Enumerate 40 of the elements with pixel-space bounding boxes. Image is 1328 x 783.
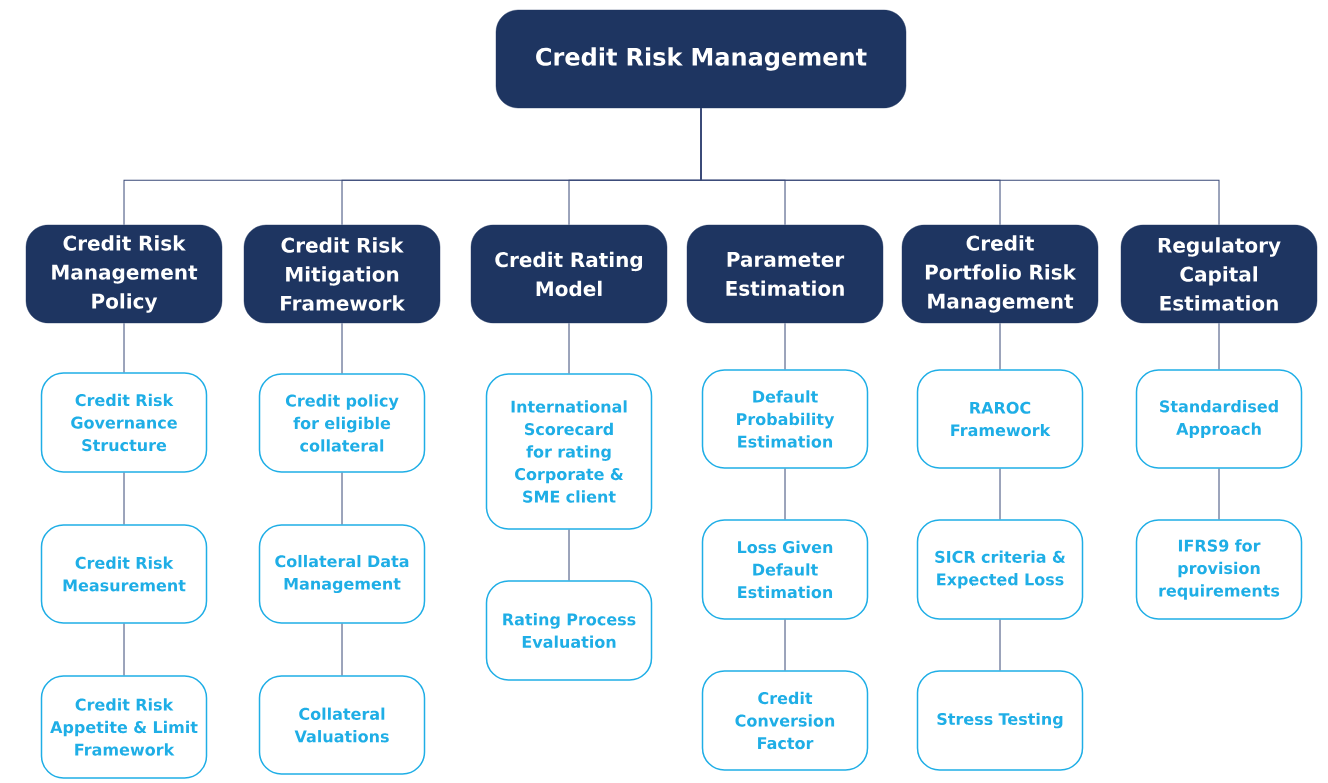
connector-line [784, 322, 786, 370]
connector-line [568, 529, 570, 581]
category-box: Credit Risk Mitigation Framework [243, 224, 441, 324]
connector-line [784, 468, 786, 520]
connector-line [999, 468, 1001, 520]
connector-line [123, 623, 125, 676]
item-box: Credit Conversion Factor [701, 670, 869, 771]
connector-line [1218, 468, 1220, 520]
connector-line [784, 619, 786, 671]
category-box: Regulatory Capital Estimation [1120, 224, 1318, 324]
item-box: SICR criteria & Expected Loss [916, 519, 1084, 620]
connector-line [341, 322, 343, 374]
item-box: Standardised Approach [1135, 369, 1303, 469]
item-box: Stress Testing [916, 670, 1084, 771]
item-box: Credit policy for eligible collateral [258, 373, 426, 473]
connector-line [123, 472, 125, 525]
connector-line [1218, 322, 1220, 370]
connector-line [999, 619, 1001, 671]
category-box: Credit Portfolio Risk Management [901, 224, 1099, 324]
item-box: Loss Given Default Estimation [701, 519, 869, 620]
connector-line [568, 322, 570, 374]
connector-line [999, 322, 1001, 370]
item-box: Credit Risk Appetite & Limit Framework [40, 675, 208, 779]
item-box: Default Probability Estimation [701, 369, 869, 469]
item-box: Collateral Data Management [258, 524, 426, 624]
item-box: Collateral Valuations [258, 675, 426, 775]
connector-line [341, 623, 343, 676]
category-box: Parameter Estimation [686, 224, 884, 324]
item-box: Rating Process Evaluation [485, 580, 653, 681]
connector-line [700, 107, 1220, 226]
category-box: Credit Rating Model [470, 224, 668, 324]
item-box: Credit Risk Measurement [40, 524, 208, 624]
item-box: International Scorecard for rating Corporate & SME client [485, 373, 653, 530]
connector-line [123, 322, 125, 373]
item-box: RAROC Framework [916, 369, 1084, 469]
category-box: Credit Risk Management Policy [25, 224, 223, 324]
item-box: Credit Risk Governance Structure [40, 372, 208, 473]
connector-line [341, 472, 343, 525]
item-box: IFRS9 for provision requirements [1135, 519, 1303, 620]
title-box: Credit Risk Management [495, 9, 907, 109]
